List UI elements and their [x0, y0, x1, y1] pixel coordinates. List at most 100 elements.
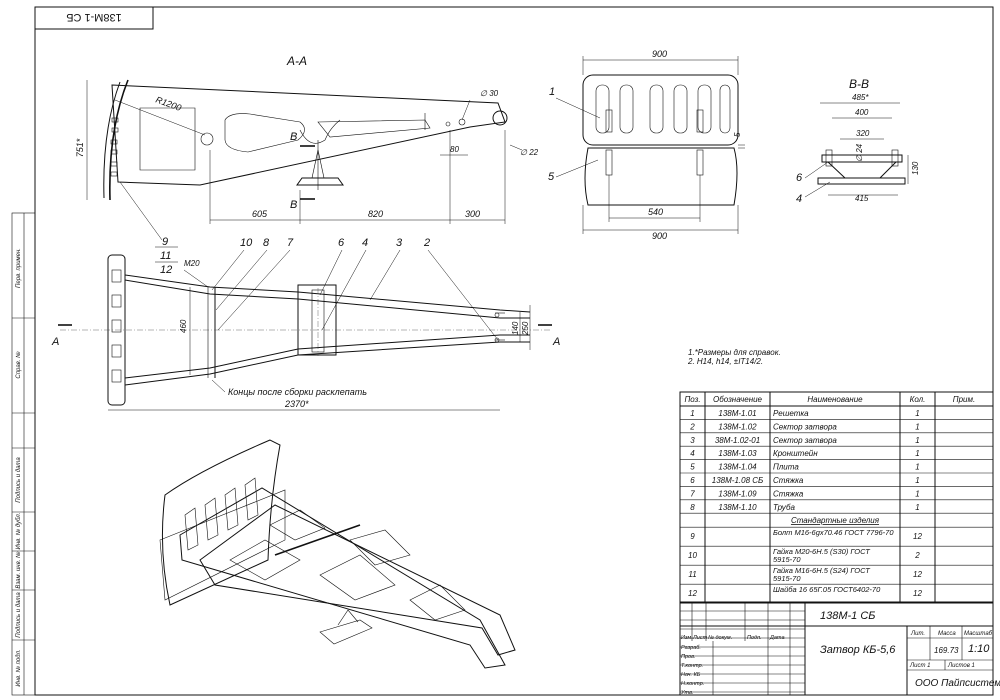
margin-label-1: Справ. № [15, 351, 22, 379]
dim-d24: ∅ 24 [855, 143, 864, 162]
spec-cell: 138М-1.03 [718, 449, 757, 458]
spec-cell: 6 [690, 476, 695, 485]
sheet-count: Листов 1 [947, 663, 975, 669]
tb-role: Пров. [681, 654, 696, 660]
spec-cell: Стяжка [773, 476, 804, 485]
spec-std-cell: 12 [913, 570, 922, 579]
tb-col-head: Подп. [747, 635, 762, 641]
cut-label-a-left: А [51, 336, 59, 348]
plan-note: Концы после сборки расклепать [228, 387, 367, 397]
pos-label-4: 4 [362, 237, 368, 249]
spec-std-name: Болт М16-6gx70.46 ГОСТ 7796-70 [773, 528, 894, 537]
pos-label-3: 3 [396, 237, 403, 249]
spec-cell: 138М-1.01 [718, 409, 756, 418]
note-1: 1.*Размеры для справок. [688, 348, 781, 357]
dim-250: 250 [521, 321, 530, 336]
drawing-title: Затвор КБ-5,6 [820, 644, 896, 656]
spec-cell: 1 [915, 503, 919, 512]
note-2: 2. Н14, h14, ±IT14/2. [687, 357, 763, 366]
spec-std-cell: 12 [913, 532, 922, 541]
org-name: ООО Пайпсистем [915, 678, 1000, 689]
spec-std-cell: 12 [913, 589, 922, 598]
spec-cell: Труба [773, 503, 795, 512]
dim-485: 485* [852, 93, 869, 102]
pos-label-9: 9 [162, 236, 168, 248]
dim-605: 605 [252, 209, 268, 219]
pos-label-11: 11 [160, 250, 171, 262]
spec-cell: 138М-1.09 [718, 489, 757, 498]
view-grid-plate: 900 900 540 5 1 5 [548, 49, 745, 241]
spec-cell: 3 [690, 436, 695, 445]
scale-label: Масштаб [964, 631, 993, 637]
dim-900-top: 900 [652, 49, 667, 59]
tb-role: Нач. КБ [681, 672, 701, 678]
margin-label-5: Подпись и дата [16, 592, 22, 638]
dim-320: 320 [856, 129, 870, 138]
dim-820: 820 [368, 209, 383, 219]
spec-cell: 38М-1.02-01 [715, 436, 760, 445]
view-title-bb: В-В [849, 77, 869, 91]
spec-cell: Сектор затвора [773, 436, 837, 445]
pos-label-8: 8 [263, 237, 270, 249]
pos-1: 1 [549, 86, 555, 98]
cut-label-b-top: В [290, 131, 297, 143]
spec-header-0: Поз. [684, 395, 700, 404]
spec-cell: 4 [690, 449, 695, 458]
spec-cell: 138М-1.08 СБ [712, 476, 763, 485]
tb-role: Разраб. [681, 645, 701, 651]
spec-cell: Сектор затвора [773, 422, 837, 431]
dim-140: 140 [511, 321, 520, 335]
sheet-number: Лист 1 [909, 663, 930, 669]
spec-cell: 8 [690, 503, 695, 512]
cut-label-a-right: А [552, 336, 560, 348]
dim-415: 415 [855, 194, 869, 203]
spec-cell: 1 [915, 436, 919, 445]
tb-col-head: Дата [769, 635, 785, 641]
cut-label-b-bottom: В [290, 199, 297, 211]
top-stamp-text: 138М-1 СБ [66, 11, 122, 23]
dim-540: 540 [648, 207, 663, 217]
spec-std-cell: 11 [688, 570, 696, 579]
view-title-aa: А-А [286, 54, 307, 68]
spec-cell: Решетка [773, 409, 809, 418]
margin-label-6: Инв. № подл. [15, 649, 22, 686]
spec-cell: Плита [773, 463, 799, 472]
view-section-bb: В-В 485* 400 320 ∅ 24 415 130 6 4 [796, 77, 920, 205]
dim-d22: ∅ 22 [520, 148, 539, 157]
dim-5: 5 [733, 132, 742, 137]
scale-value: 1:10 [968, 643, 990, 655]
spec-cell: 1 [915, 476, 919, 485]
dim-d30: ∅ 30 [480, 89, 499, 98]
spec-cell: Стяжка [773, 489, 804, 498]
spec-cell: 5 [690, 463, 695, 472]
spec-section-title: Стандартные изделия [791, 516, 880, 525]
dim-751: 751* [75, 138, 85, 157]
tb-role: Н.контр. [681, 681, 704, 687]
spec-std-cell: 12 [688, 589, 697, 598]
spec-cell: 1 [915, 489, 919, 498]
tb-role: Утв. [680, 690, 694, 696]
spec-std-cell: 2 [914, 551, 920, 560]
pos-6-bb: 6 [796, 172, 803, 184]
pos-label-2: 2 [423, 237, 430, 249]
tb-col-head: Изм. [681, 635, 693, 641]
tb-role: Т.контр. [681, 663, 703, 669]
spec-cell: 1 [915, 449, 919, 458]
pos-label-6: 6 [338, 237, 345, 249]
dim-2370: 2370* [284, 399, 309, 409]
spec-cell: 138М-1.04 [718, 463, 757, 472]
spec-cell: 1 [915, 463, 919, 472]
dim-400: 400 [855, 108, 869, 117]
spec-header-4: Прим. [953, 395, 975, 404]
dim-m20: М20 [184, 259, 200, 268]
spec-header-3: Кол. [910, 395, 926, 404]
pos-label-12: 12 [160, 264, 172, 276]
pos-4-bb: 4 [796, 193, 802, 205]
spec-cell: 138М-1.02 [718, 422, 757, 431]
view-plan: А А 460 М20 140 250 2370* Концы после сб… [51, 181, 560, 411]
spec-cell: 138М-1.10 [718, 503, 757, 512]
spec-header-1: Обозначение [713, 395, 763, 404]
